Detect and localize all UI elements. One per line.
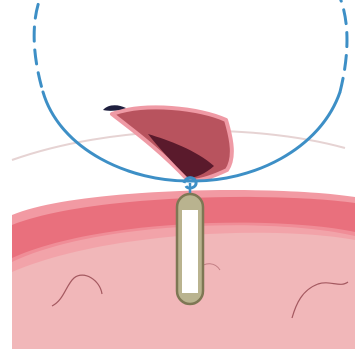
loop-dashed [34,0,347,92]
anchor-window [182,210,198,293]
anchor-implant-icon [177,183,203,304]
